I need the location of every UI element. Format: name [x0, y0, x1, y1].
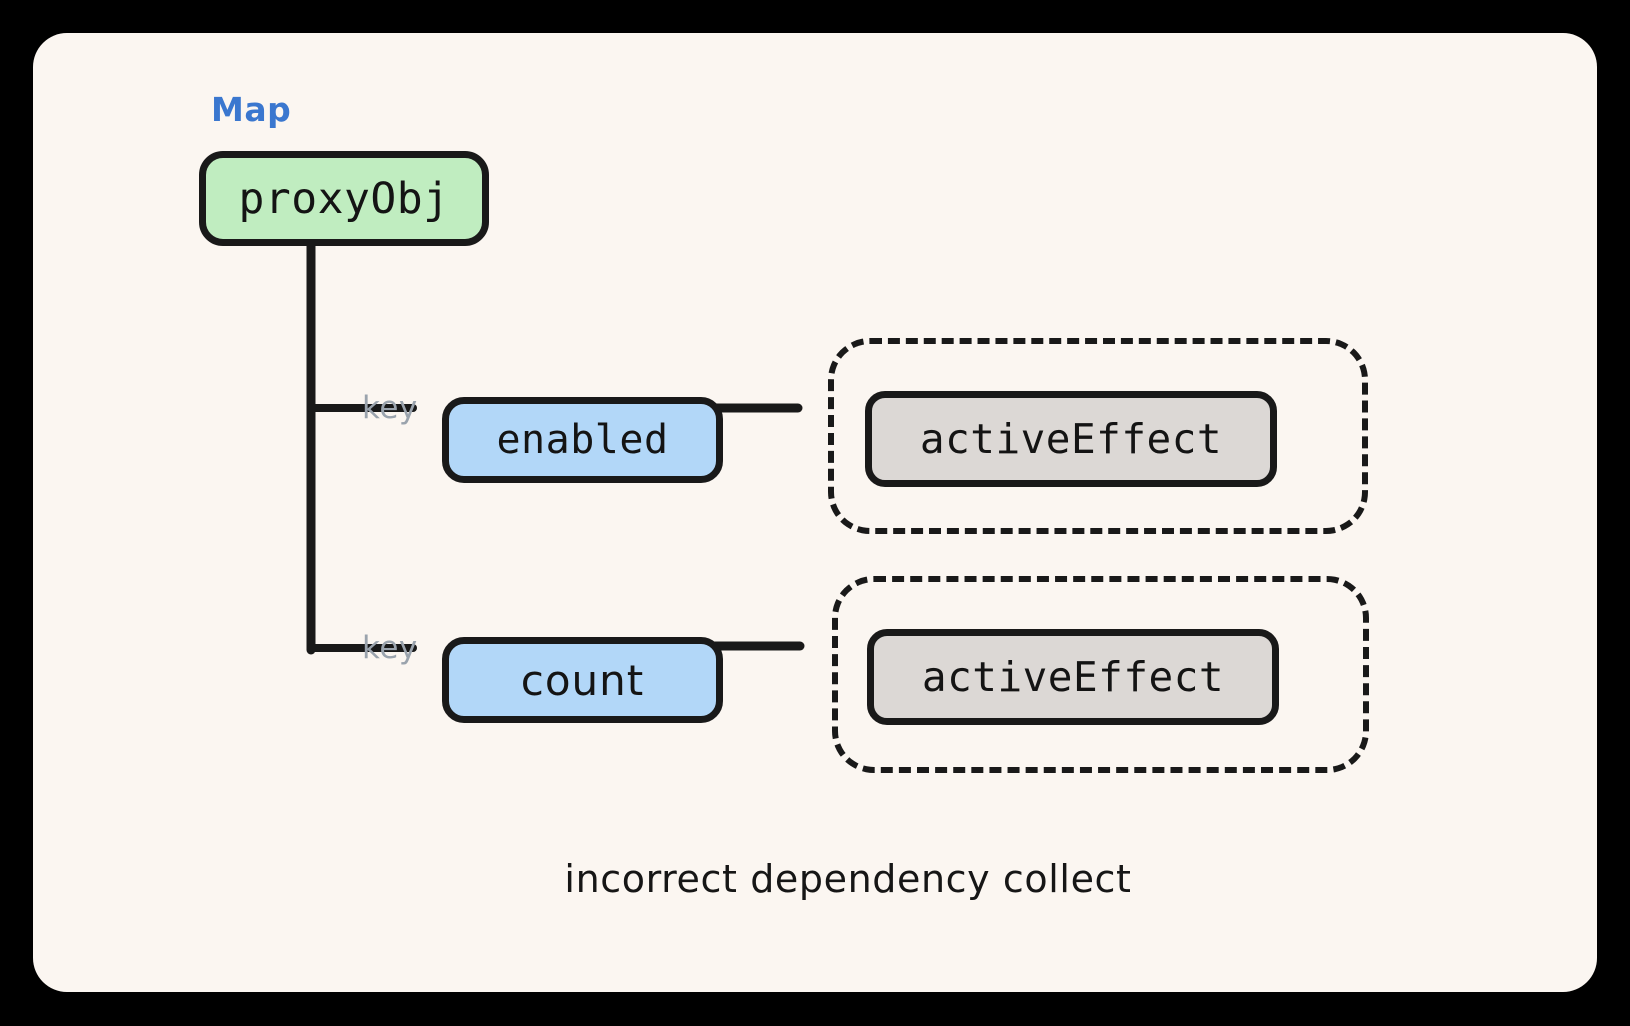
dep-set-container-enabled: [828, 338, 1368, 534]
edge-label-key-enabled: key: [362, 390, 418, 426]
node-key-enabled-label: enabled: [496, 417, 669, 463]
node-active-effect-1[interactable]: activeEffect: [865, 391, 1277, 487]
diagram-caption: incorrect dependency collect: [564, 857, 1132, 901]
node-key-count-label: count: [520, 655, 645, 705]
node-key-count[interactable]: count: [442, 637, 723, 723]
node-active-effect-1-label: activeEffect: [919, 415, 1223, 463]
dep-set-container-count: [832, 576, 1369, 773]
node-active-effect-2-label: activeEffect: [921, 653, 1225, 701]
node-active-effect-2[interactable]: activeEffect: [867, 629, 1279, 725]
edge-label-key-count: key: [362, 630, 418, 666]
node-key-enabled[interactable]: enabled: [442, 397, 723, 483]
node-proxyobj-label: proxyObj: [238, 173, 450, 224]
node-proxyobj[interactable]: proxyObj: [199, 151, 489, 246]
diagram-canvas: Map proxyObj key key enabled count activ…: [33, 33, 1597, 992]
map-type-label: Map: [211, 90, 292, 129]
